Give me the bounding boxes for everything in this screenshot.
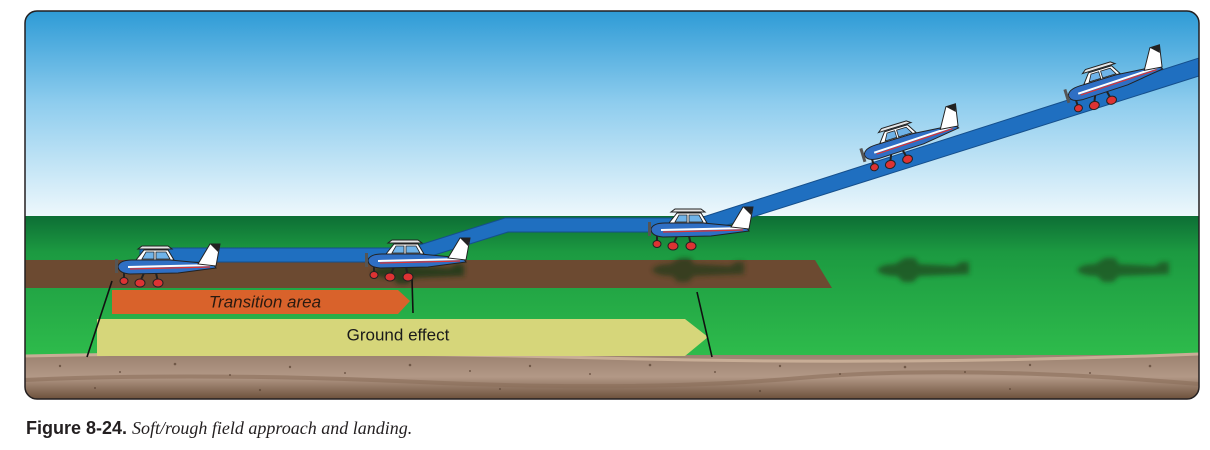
soil-speckles <box>58 362 1152 393</box>
transition-area-band <box>112 290 410 314</box>
figure-number: Figure 8-24. <box>26 418 128 438</box>
figure-caption: Figure 8-24. Soft/rough field approach a… <box>26 418 412 439</box>
ground-effect-label: Ground effect <box>347 325 450 344</box>
sky <box>25 11 1199 217</box>
transition-area-label: Transition area <box>209 292 321 311</box>
ground-effect-band <box>97 319 708 356</box>
scene: Transition area Ground effect <box>25 11 1199 399</box>
flight-path <box>139 57 1199 263</box>
transition-area-right-boundary <box>411 278 414 314</box>
ground-effect-left-boundary <box>86 280 113 358</box>
figure-frame <box>24 10 1200 400</box>
ground-effect-right-boundary <box>696 291 713 358</box>
figure-caption-text: Soft/rough field approach and landing. <box>132 418 413 438</box>
